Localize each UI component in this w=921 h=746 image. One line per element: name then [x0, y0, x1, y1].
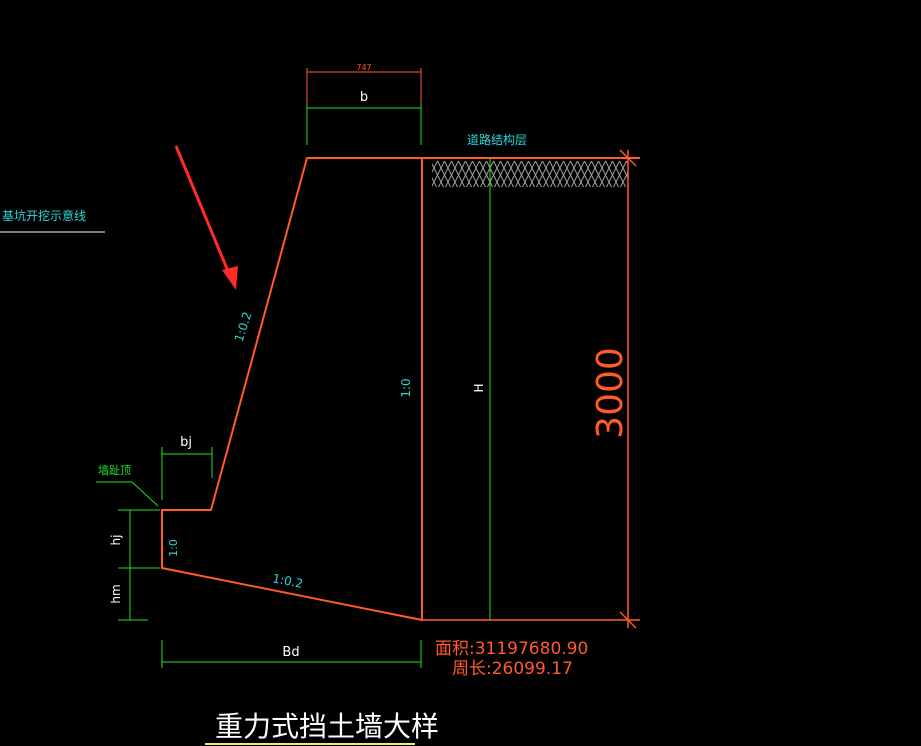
hj-hm-dimension — [118, 509, 160, 621]
back-slope-label: 1:0.2 — [232, 310, 255, 344]
b-dimension — [306, 104, 422, 145]
bj-dimension — [161, 447, 213, 500]
perimeter-readout: 周长:26099.17 — [452, 659, 573, 679]
red-arrow-icon — [174, 145, 238, 290]
toe-slope-label: 1:0 — [167, 539, 180, 557]
top-dim-value-label: 747 — [356, 63, 371, 72]
toe-width-label: bj — [180, 435, 192, 450]
retaining-wall-outline — [161, 157, 423, 622]
bd-dimension — [161, 640, 422, 668]
area-readout: 面积:31197680.90 — [435, 639, 588, 659]
base-slope-label: 1:0.2 — [271, 571, 304, 591]
base-height-label: hm — [109, 584, 123, 603]
base-width-label: Bd — [282, 645, 299, 660]
front-slope-label: 1:0 — [399, 378, 413, 397]
toe-height-label: hj — [109, 535, 123, 546]
page-title: 重力式挡土墙大样 — [215, 710, 439, 743]
road-layer-label: 道路结构层 — [467, 132, 527, 147]
height-label: H — [472, 383, 486, 392]
dimension-3000-label: 3000 — [590, 347, 631, 439]
toe-callout-label: 墙趾顶 — [98, 463, 131, 477]
toe-callout-leader — [96, 481, 159, 507]
top-width-label: b — [360, 90, 368, 105]
height-3000-dimension — [422, 149, 640, 629]
top-width-dimension — [306, 68, 422, 108]
road-layer-hatch — [432, 161, 628, 187]
excavation-line-label: 基坑开挖示意线 — [2, 208, 86, 223]
